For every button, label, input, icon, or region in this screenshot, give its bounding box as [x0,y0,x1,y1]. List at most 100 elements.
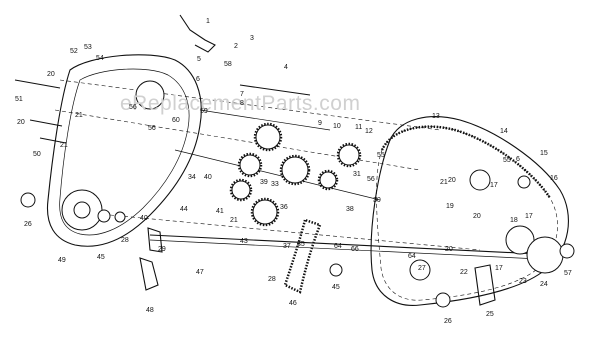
gear-teeth [250,197,280,227]
callout-6: 6 [196,76,200,83]
mid-shaft [174,149,381,201]
bolt-20 [29,119,63,127]
callout-50: 50 [33,151,41,158]
callout-66: 66 [351,246,359,253]
gear [73,201,91,219]
callout-1: 1 [206,18,210,25]
bracket-48 [139,257,159,291]
bracket-25 [474,264,496,306]
gear-teeth [237,152,263,178]
callout-26: 26 [24,221,32,228]
washer [329,263,343,277]
callout-5: 5 [197,56,201,63]
callout-18: 18 [510,217,518,224]
sprocket [469,169,491,191]
callout-20e: 20 [445,246,453,253]
callout-12: 12 [365,128,373,135]
callout-21d: 21 [440,179,448,186]
callout-41: 41 [216,208,224,215]
callout-8: 8 [240,100,244,107]
callout-28: 28 [121,237,129,244]
callout-3: 3 [250,35,254,42]
callout-47: 47 [196,269,204,276]
callout-22: 22 [460,269,468,276]
gear [135,80,165,110]
bolt-51 [14,79,61,89]
callout-4: 4 [284,64,288,71]
right-chain-case [370,116,569,306]
callout-9: 9 [318,120,322,127]
callout-43: 43 [240,238,248,245]
callout-17: 17 [490,182,498,189]
callout-44: 44 [180,206,188,213]
left-chain-case-inner [59,68,190,236]
tine-shaft-lower [149,239,561,261]
callout-10: 10 [333,123,341,130]
gear-teeth [336,142,362,168]
callout-48: 48 [146,307,154,314]
callout-16: 16 [550,175,558,182]
callout-20: 20 [47,71,55,78]
washer [20,192,36,208]
drive-chain [283,218,322,294]
alignment-line [59,79,441,131]
washer [517,175,531,189]
callout-56b: 56 [148,125,156,132]
callout-7: 7 [240,91,244,98]
callout-58: 58 [224,61,232,68]
callout-56c: 56 [367,176,375,183]
washer [97,209,111,223]
callout-38: 38 [346,206,354,213]
callout-40b: 40 [140,215,148,222]
callout-60: 60 [172,117,180,124]
callout-31: 31 [353,171,361,178]
callout-35: 35 [297,241,305,248]
drive-shaft [199,109,331,131]
callout-30: 30 [373,197,381,204]
washer [435,292,451,308]
bolt-50 [39,137,67,144]
callout-52: 52 [70,48,78,55]
callout-45: 45 [97,254,105,261]
callout-29: 29 [158,246,166,253]
upper-shaft [239,84,311,96]
shift-lever [179,14,216,53]
callout-6b: 6 [516,156,520,163]
callout-49: 49 [58,257,66,264]
callout-56: 56 [129,104,137,111]
callout-59: 59 [200,108,208,115]
gear-teeth [253,122,283,152]
callout-26b: 26 [444,318,452,325]
callout-55: 55 [503,157,511,164]
callout-54: 54 [96,55,104,62]
callout-46: 46 [289,300,297,307]
callout-28b: 28 [268,276,276,283]
callout-24: 24 [540,281,548,288]
callout-64b: 64 [408,253,416,260]
callout-64: 64 [334,243,342,250]
callout-51: 51 [15,96,23,103]
callout-15: 15 [540,150,548,157]
sprocket [526,236,564,274]
callout-34: 34 [188,174,196,181]
callout-21: 21 [75,112,83,119]
gear-teeth [229,178,253,202]
bracket-29 [147,227,163,253]
callout-14: 14 [500,128,508,135]
gear-teeth [279,154,311,186]
callout-27: 27 [418,265,426,272]
drive-chain [380,125,552,199]
callout-39: 39 [260,179,268,186]
left-chain-case [46,54,202,247]
callout-19: 19 [446,203,454,210]
callout-20b: 20 [17,119,25,126]
callout-53: 53 [84,44,92,51]
alignment-line [54,109,421,171]
callout-11: 11 [355,124,362,131]
sprocket [409,259,431,281]
watermark: eReplacementParts.com [120,92,360,115]
callout-20c: 20 [448,177,456,184]
callout-37: 37 [283,243,291,250]
callout-55b: 55 [377,152,385,159]
callout-21b: 21 [60,142,68,149]
